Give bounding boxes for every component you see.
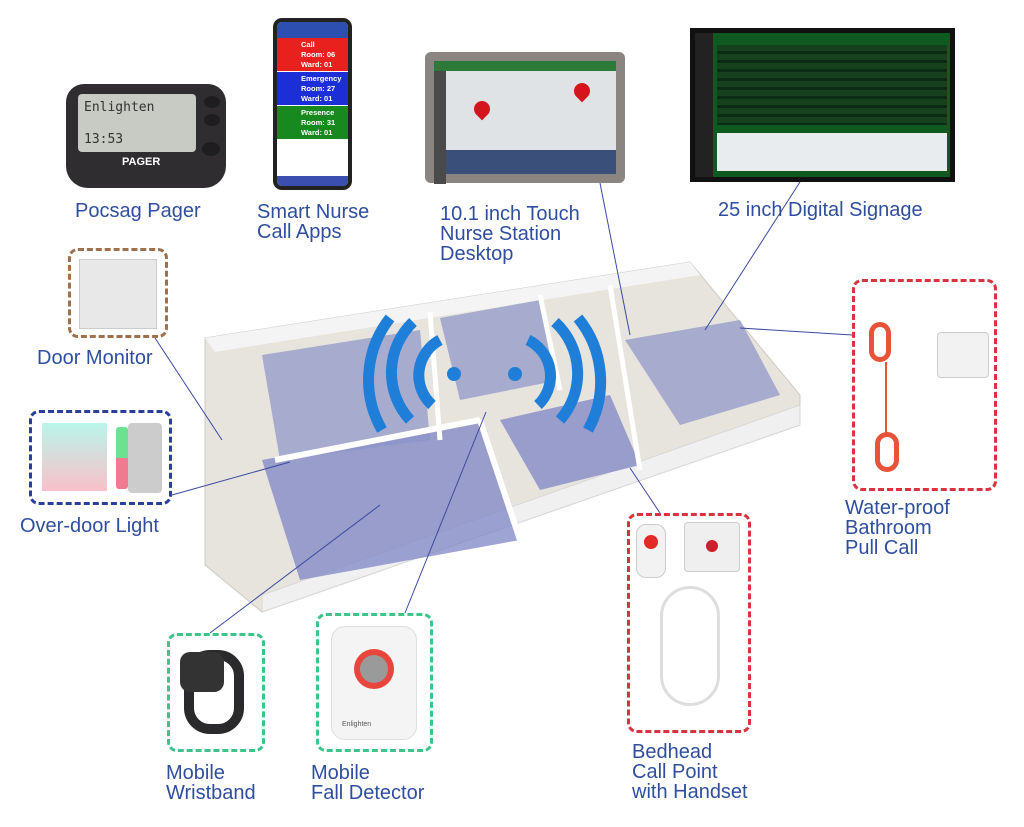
fall-detector-device: Enlighten — [331, 626, 417, 740]
pager-button — [204, 114, 220, 126]
pull-cord-handle — [875, 432, 899, 472]
pager-button — [204, 96, 220, 108]
overdoor-light-frame — [29, 410, 172, 505]
leader-lines — [154, 181, 853, 634]
map-pin-icon — [470, 97, 494, 121]
digital-signage — [690, 28, 955, 182]
overdoor-light-device — [42, 423, 107, 491]
pager-time: 13:53 — [84, 132, 124, 147]
wristband-frame — [167, 633, 265, 752]
label-pager: Pocsag Pager — [75, 200, 201, 222]
fall-detector-brand: Enlighten — [342, 721, 372, 728]
handset — [636, 524, 666, 578]
call-point-unit — [684, 522, 740, 572]
nurse-station-desktop — [425, 52, 625, 184]
pager-button — [202, 142, 220, 156]
door-monitor-device — [79, 259, 157, 329]
wifi-icon — [363, 314, 607, 433]
pull-cord-handle — [869, 322, 891, 362]
pager-device: Enlighten 13:53 PAGER — [66, 84, 226, 188]
label-door-monitor: Door Monitor — [37, 347, 153, 369]
bedhead-frame — [627, 513, 751, 733]
pager-brand-text: Enlighten — [84, 100, 155, 115]
map-pin-icon — [570, 79, 594, 103]
label-overdoor-light: Over-door Light — [20, 515, 159, 537]
pager-screen: Enlighten 13:53 — [78, 94, 196, 152]
door-monitor-frame — [68, 248, 168, 338]
pull-call-unit — [937, 332, 989, 378]
pull-call-frame — [852, 279, 997, 491]
label-signage: 25 inch Digital Signage — [718, 199, 923, 221]
fall-detector-frame: Enlighten — [316, 613, 433, 752]
pager-label: PAGER — [122, 156, 161, 168]
